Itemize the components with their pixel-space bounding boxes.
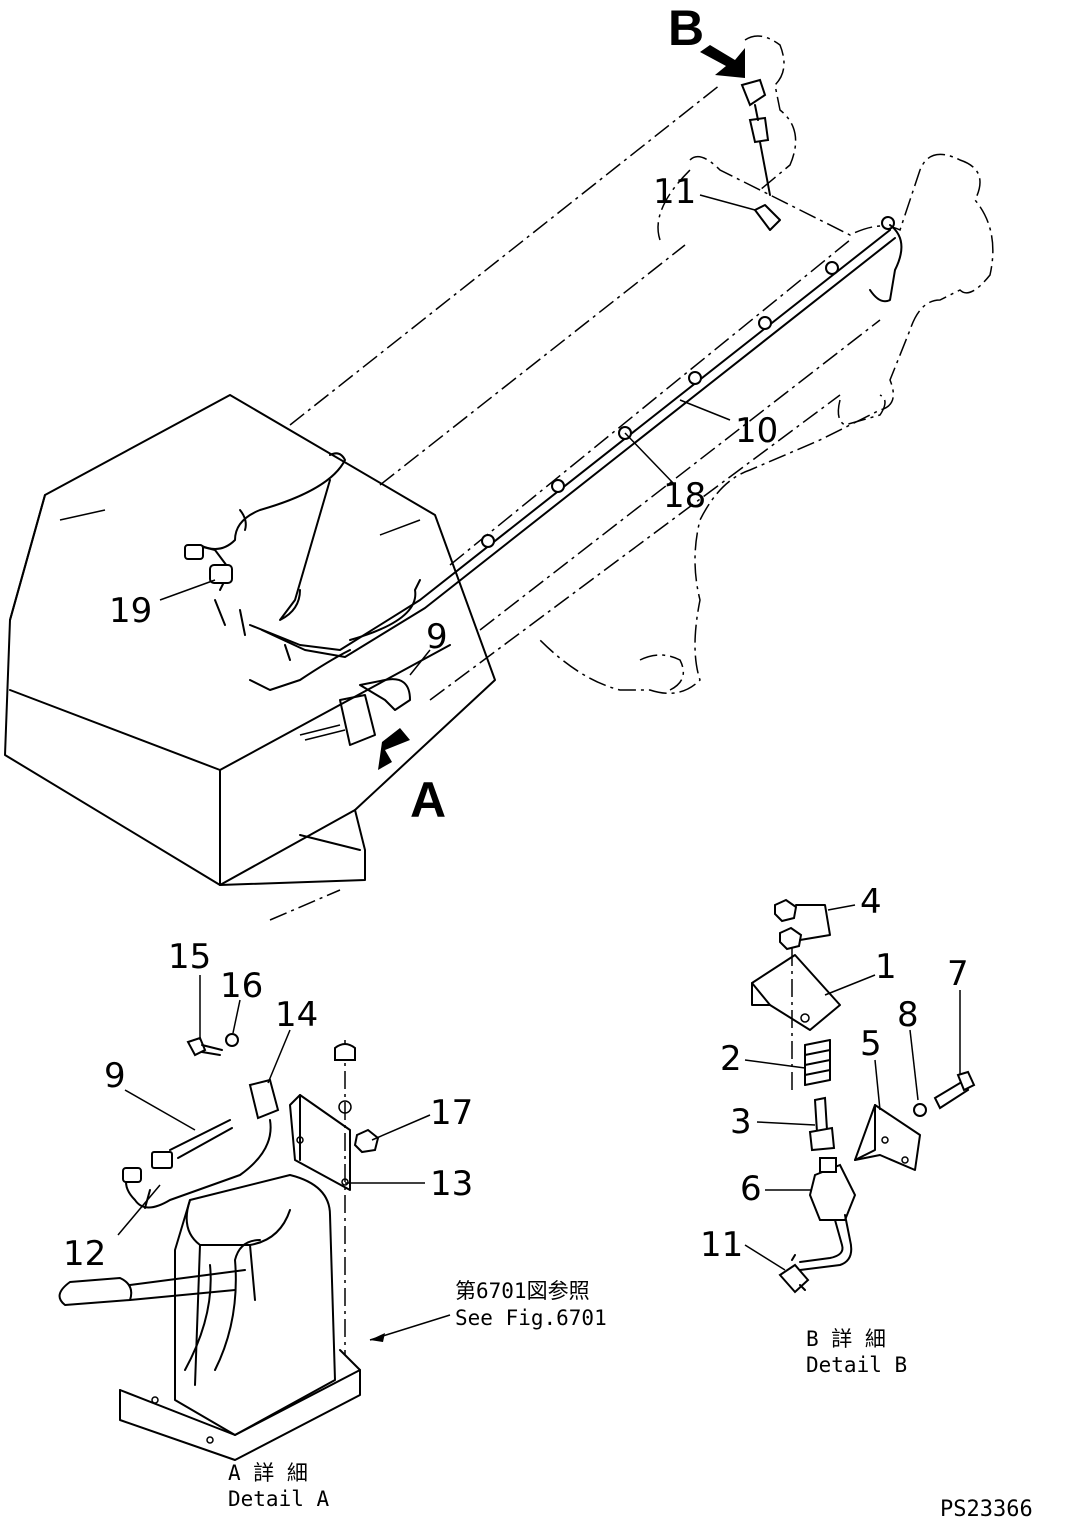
- bracket-1: [751, 954, 841, 1031]
- reference-en: See Fig.6701: [455, 1306, 607, 1330]
- arrow-a-icon: [378, 728, 410, 770]
- callout-2: 2: [720, 1039, 742, 1079]
- callout-11b: 11: [700, 1225, 743, 1265]
- clamp-18: [758, 316, 772, 330]
- rod-end-bracket: [869, 224, 903, 303]
- bolt-head: [334, 1043, 356, 1061]
- connector-12: [151, 1151, 173, 1169]
- callout-16: 16: [220, 966, 263, 1006]
- detail-a-title-jp: A 詳 細: [228, 1461, 308, 1485]
- callout-9: 9: [426, 617, 448, 657]
- leader-9: [409, 649, 431, 676]
- spring-2: [804, 1039, 831, 1086]
- housing-boss: [639, 654, 685, 691]
- lever-housing: [174, 1174, 336, 1436]
- clamp-18: [481, 534, 495, 548]
- pin-3: [813, 1096, 829, 1134]
- detail-a-title-en: Detail A: [228, 1487, 330, 1511]
- connector-plug: [184, 544, 204, 560]
- lever-9: [299, 678, 411, 746]
- nut-4b: [779, 926, 803, 951]
- callout-4: 4: [860, 882, 882, 922]
- reference-jp: 第6701図参照: [455, 1279, 590, 1303]
- figure-code: PS23366: [940, 1497, 1033, 1522]
- frame-phantom-line-3: [449, 239, 851, 566]
- callout-10: 10: [735, 411, 778, 451]
- connector-19: [209, 564, 233, 584]
- detail-b: 4 1 7 8 5 2 3 6 11 B 詳 細 Detail B: [700, 882, 976, 1377]
- callout-3: 3: [730, 1102, 752, 1142]
- detail-b-title-jp: B 詳 細: [806, 1327, 886, 1351]
- housing-edge: [657, 169, 691, 241]
- clamp-18: [688, 371, 702, 385]
- callout-1: 1: [875, 947, 897, 987]
- main-view: B A 11 19 9 10 18: [4, 0, 994, 921]
- callout-13: 13: [430, 1164, 473, 1204]
- frame-phantom-line-1: [289, 84, 721, 426]
- housing-lug: [837, 394, 886, 426]
- nut-8: [913, 1103, 927, 1117]
- clamp-18: [551, 479, 565, 493]
- callout-7: 7: [947, 954, 969, 994]
- nut-17: [353, 1128, 380, 1154]
- detail-b-title-en: Detail B: [806, 1353, 907, 1377]
- frame-phantom-line-6: [269, 889, 341, 921]
- operator-box: [4, 394, 496, 886]
- washer-16: [225, 1033, 239, 1047]
- arrow-b-icon: [700, 45, 745, 78]
- rear-housing-outline: [539, 153, 994, 695]
- plate-5: [854, 1104, 921, 1171]
- leader-19: [159, 579, 216, 601]
- joint-11: [754, 204, 781, 231]
- callout-8: 8: [897, 995, 919, 1035]
- harness-19: [184, 452, 421, 691]
- rod-line-2: [261, 237, 896, 658]
- frame-phantom-line-4: [479, 319, 881, 631]
- leader-10: [679, 399, 731, 421]
- callout-12: 12: [63, 1234, 106, 1274]
- rod-9: [169, 1119, 233, 1159]
- switch-6: [808, 1163, 857, 1221]
- frame-phantom-line-2: [379, 244, 686, 486]
- view-label-b: B: [668, 0, 704, 56]
- connector-b: [740, 78, 771, 196]
- switch-14: [248, 1078, 280, 1120]
- callout-11: 11: [653, 172, 696, 212]
- frame-phantom-line-5: [429, 394, 841, 701]
- callout-18: 18: [663, 476, 706, 516]
- view-label-a: A: [410, 772, 446, 828]
- plug: [122, 1167, 142, 1183]
- bracket-outline: [744, 35, 797, 191]
- nut-4: [774, 898, 798, 923]
- bracket-13: [289, 1094, 351, 1191]
- leader-18: [624, 432, 676, 486]
- callout-19: 19: [109, 591, 152, 631]
- clamp-18: [825, 261, 839, 275]
- callout-17: 17: [430, 1093, 473, 1133]
- callout-6: 6: [740, 1169, 762, 1209]
- lever-handle: [58, 1277, 133, 1306]
- detail-a: 15 16 14 9 17 13 12 第6701図参照 See Fig.670…: [58, 937, 607, 1511]
- callout-5: 5: [860, 1024, 882, 1064]
- rod-assembly: [249, 204, 903, 658]
- leader-11: [699, 194, 756, 211]
- callout-9b: 9: [104, 1056, 126, 1096]
- callout-15: 15: [168, 937, 211, 977]
- bolt-15: [186, 1036, 207, 1057]
- bolt-7: [933, 1078, 970, 1110]
- callout-14: 14: [275, 995, 318, 1035]
- rod-line: [249, 229, 891, 651]
